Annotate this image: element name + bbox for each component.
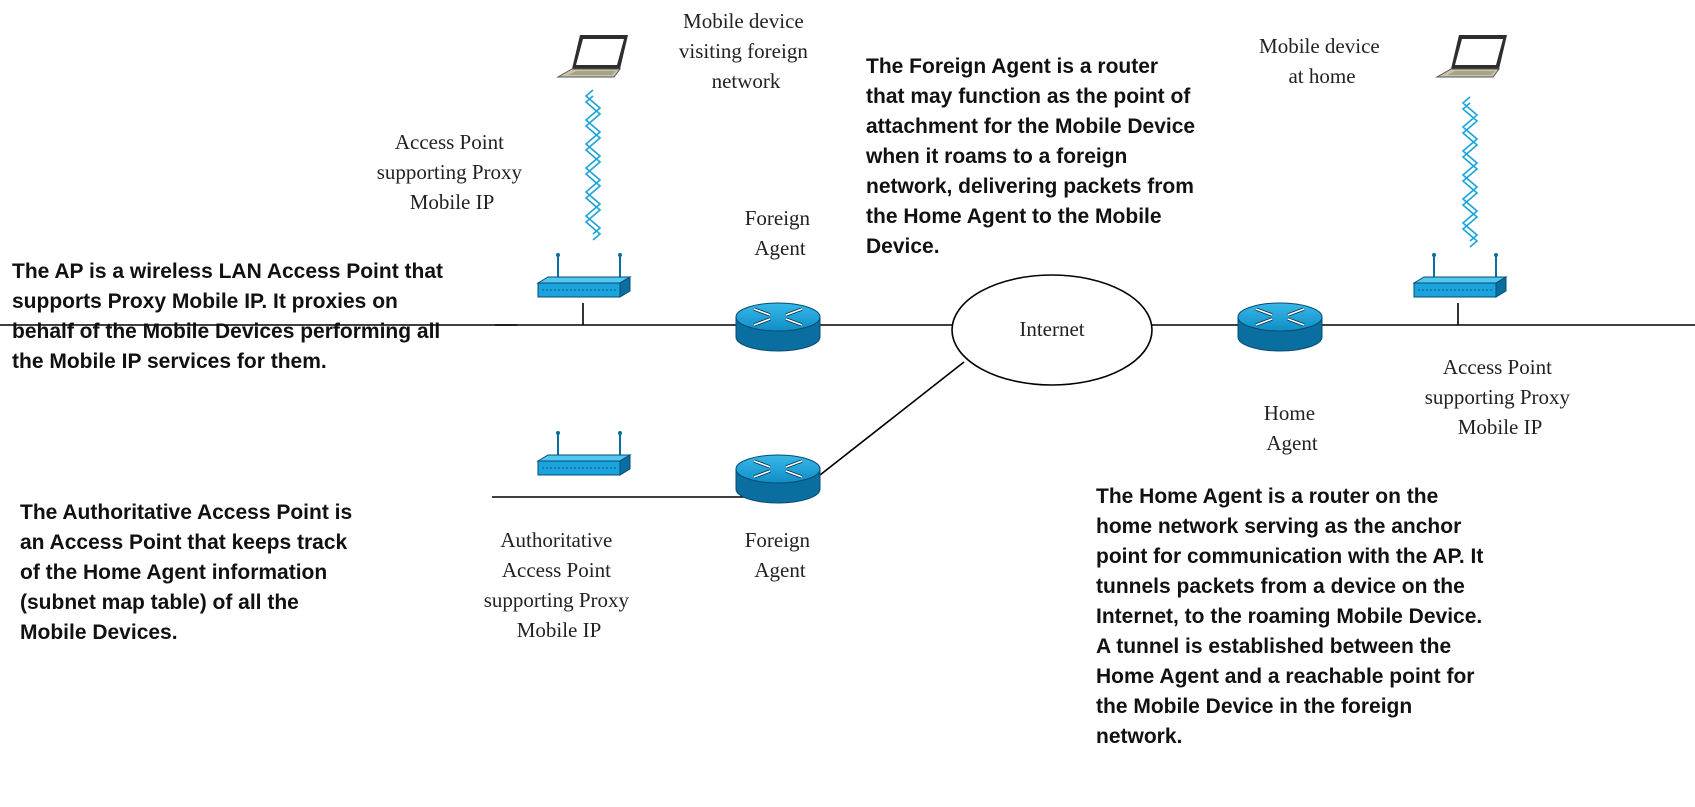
foreign-agent-2-router-icon [734,453,822,505]
mobile-device-home-label: Mobile device at home [1259,34,1385,88]
access-point-right-label: Access Point supporting Proxy Mobile IP [1425,355,1576,439]
access-point-left-label: Access Point supporting Proxy Mobile IP [377,130,528,214]
mobile-device-foreign-laptop-icon [557,34,629,78]
authoritative-access-point-icon [537,430,631,476]
home-agent-description: The Home Agent is a router on the home n… [1096,485,1489,748]
internet-cloud [951,274,1153,386]
authoritative-ap-description: The Authoritative Access Point is an Acc… [20,501,358,644]
foreign-agent-description: The Foreign Agent is a router that may f… [865,55,1201,258]
access-point-left-icon [537,252,631,298]
internet-label: Internet [1019,317,1084,341]
home-agent-router-icon [1236,301,1324,353]
home-agent-label: Home Agent [1264,401,1321,455]
mobile-device-foreign-label: Mobile device visiting foreign network [679,9,813,93]
authoritative-access-point-label: Authoritative Access Point supporting Pr… [484,528,635,642]
foreign-agent-router-icon [734,301,822,353]
access-point-right-icon [1413,252,1507,298]
foreign-agent-2-label: Foreign Agent [745,528,816,582]
wireless-link-left [584,89,602,241]
mobile-device-home-laptop-icon [1436,34,1508,78]
ap-description: The AP is a wireless LAN Access Point th… [12,260,449,373]
internet-link-foreign-agent-2 [819,361,965,476]
foreign-agent-label: Foreign Agent [745,206,816,260]
wireless-link-right [1461,96,1479,248]
